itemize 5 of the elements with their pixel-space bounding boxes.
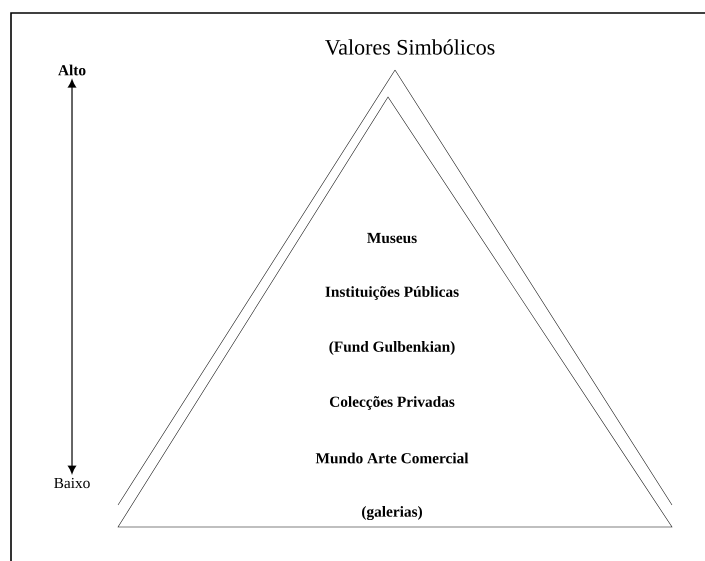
level-label: Baixo	[54, 478, 90, 488]
title: Valores Simbólicos	[325, 39, 494, 55]
pyramid: Museus Instituições Públicas (Fund Gulbenkian) Colecções Privadas Mundo Arte Comercial (galerias)	[118, 70, 672, 528]
double-arrow	[68, 80, 76, 474]
level-label: Alto	[58, 64, 86, 76]
